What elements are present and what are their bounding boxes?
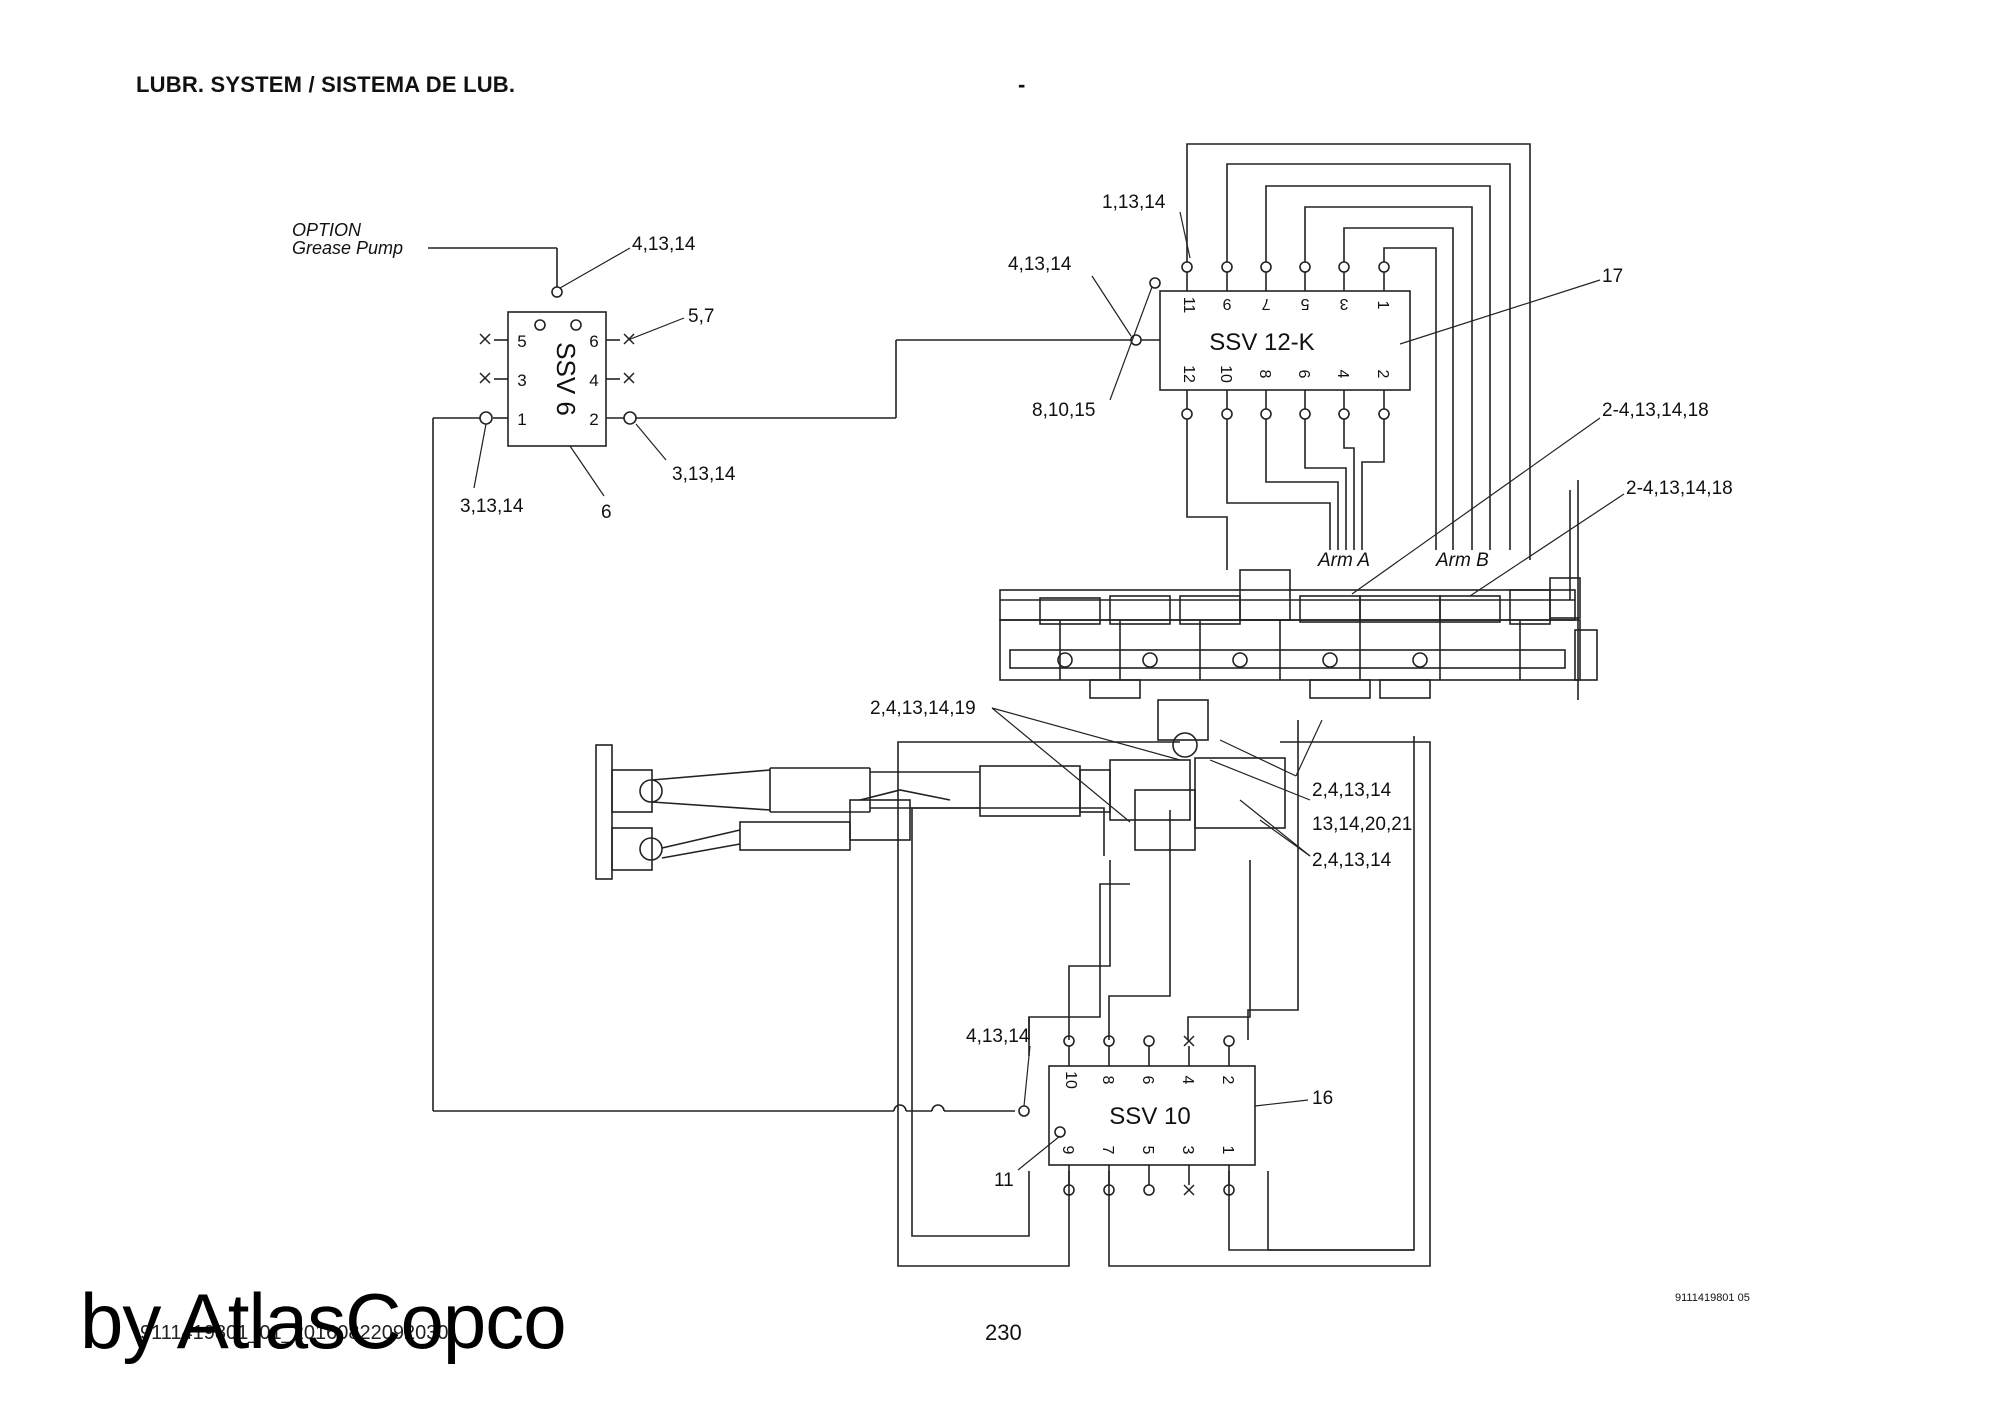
ssv12k-pin-12: 12 xyxy=(1180,365,1197,383)
ssv6-label: SSV 6 xyxy=(551,342,581,416)
ssv12k-label: SSV 12-K xyxy=(1209,329,1314,356)
ssv6-pin-2: 2 xyxy=(589,410,598,429)
callout-2-4-13-14-r2: 2,4,13,14 xyxy=(1312,850,1392,871)
callout-11: 11 xyxy=(994,1170,1014,1191)
ssv6-pin-3: 3 xyxy=(517,371,526,390)
callout-16: 16 xyxy=(1312,1088,1333,1109)
ssv12k-pin-9: 9 xyxy=(1222,295,1231,312)
ssv12k-pin-3: 3 xyxy=(1339,295,1348,312)
document-code: 9111419801 05 xyxy=(1675,1292,1750,1304)
rig-frame-top xyxy=(999,589,1576,621)
ssv10-pin-5: 5 xyxy=(1139,1146,1156,1155)
page-title: LUBR. SYSTEM / SISTEMA DE LUB. xyxy=(136,72,516,97)
ssv12k-pin-8: 8 xyxy=(1256,370,1273,379)
ssv10-pin-6: 6 xyxy=(1139,1076,1156,1085)
arm-a-label: Arm A xyxy=(1317,550,1370,571)
boom-base xyxy=(595,744,613,880)
ssv6-pin-1: 1 xyxy=(517,410,526,429)
ssv12k-pin-10: 10 xyxy=(1217,365,1234,383)
callout-2-4-13-14-18-b: 2-4,13,14,18 xyxy=(1626,478,1733,499)
callout-1-13-14: 1,13,14 xyxy=(1102,192,1166,213)
ssv12k-pin-11: 11 xyxy=(1180,297,1197,314)
ssv12k-pin-1: 1 xyxy=(1374,301,1391,310)
ssv12k-pin-5: 5 xyxy=(1300,295,1309,312)
arm-b-label: Arm B xyxy=(1435,550,1489,571)
callout-4-13-14-pump: 4,13,14 xyxy=(632,234,696,255)
callout-2-4-13-14-r1: 2,4,13,14 xyxy=(1312,780,1392,801)
callout-3-13-14-left: 3,13,14 xyxy=(460,496,524,517)
callout-2-4-13-14-18-a: 2-4,13,14,18 xyxy=(1602,400,1709,421)
header-dash: - xyxy=(1018,72,1026,97)
callout-13-14-20-21: 13,14,20,21 xyxy=(1312,814,1412,835)
ssv6-pin-6: 6 xyxy=(589,332,598,351)
ssv10-block xyxy=(1048,1065,1256,1166)
file-code: 9111419801_01_20160822092030 xyxy=(140,1322,449,1344)
ssv10-pin-7: 7 xyxy=(1099,1146,1116,1155)
ssv10-pin-8: 8 xyxy=(1099,1076,1116,1085)
ssv10-pin-10: 10 xyxy=(1062,1071,1079,1089)
ssv10-pin-1: 1 xyxy=(1219,1146,1236,1155)
grease-pump-label: Grease Pump xyxy=(292,238,403,258)
callout-4-13-14-12k: 4,13,14 xyxy=(1008,254,1072,275)
ssv12k-pin-7: 7 xyxy=(1261,295,1270,312)
callout-6: 6 xyxy=(601,502,612,523)
callout-2-4-13-14-19: 2,4,13,14,19 xyxy=(870,698,976,719)
callout-17: 17 xyxy=(1602,266,1623,287)
watermark: by AtlasCopco xyxy=(80,1277,567,1365)
callout-8-10-15: 8,10,15 xyxy=(1032,400,1095,421)
ssv10-label: SSV 10 xyxy=(1109,1103,1190,1130)
ssv6-pin-5: 5 xyxy=(517,332,526,351)
ssv10-pin-3: 3 xyxy=(1179,1146,1196,1155)
callout-3-13-14-right: 3,13,14 xyxy=(672,464,736,485)
ssv12k-pin-4: 4 xyxy=(1334,370,1351,379)
ssv12k-pin-6: 6 xyxy=(1295,370,1312,379)
callout-4-13-14-ssv10: 4,13,14 xyxy=(966,1026,1030,1047)
ssv10-pin-4: 4 xyxy=(1179,1076,1196,1085)
ssv10-pin-2: 2 xyxy=(1219,1076,1236,1085)
ssv6-pin-4: 4 xyxy=(589,371,598,390)
ssv10-pin-9: 9 xyxy=(1059,1146,1076,1155)
option-label: OPTION xyxy=(292,220,362,240)
page-number: 230 xyxy=(985,1320,1022,1345)
callout-5-7: 5,7 xyxy=(688,306,714,327)
ssv12k-pin-2: 2 xyxy=(1374,370,1391,379)
